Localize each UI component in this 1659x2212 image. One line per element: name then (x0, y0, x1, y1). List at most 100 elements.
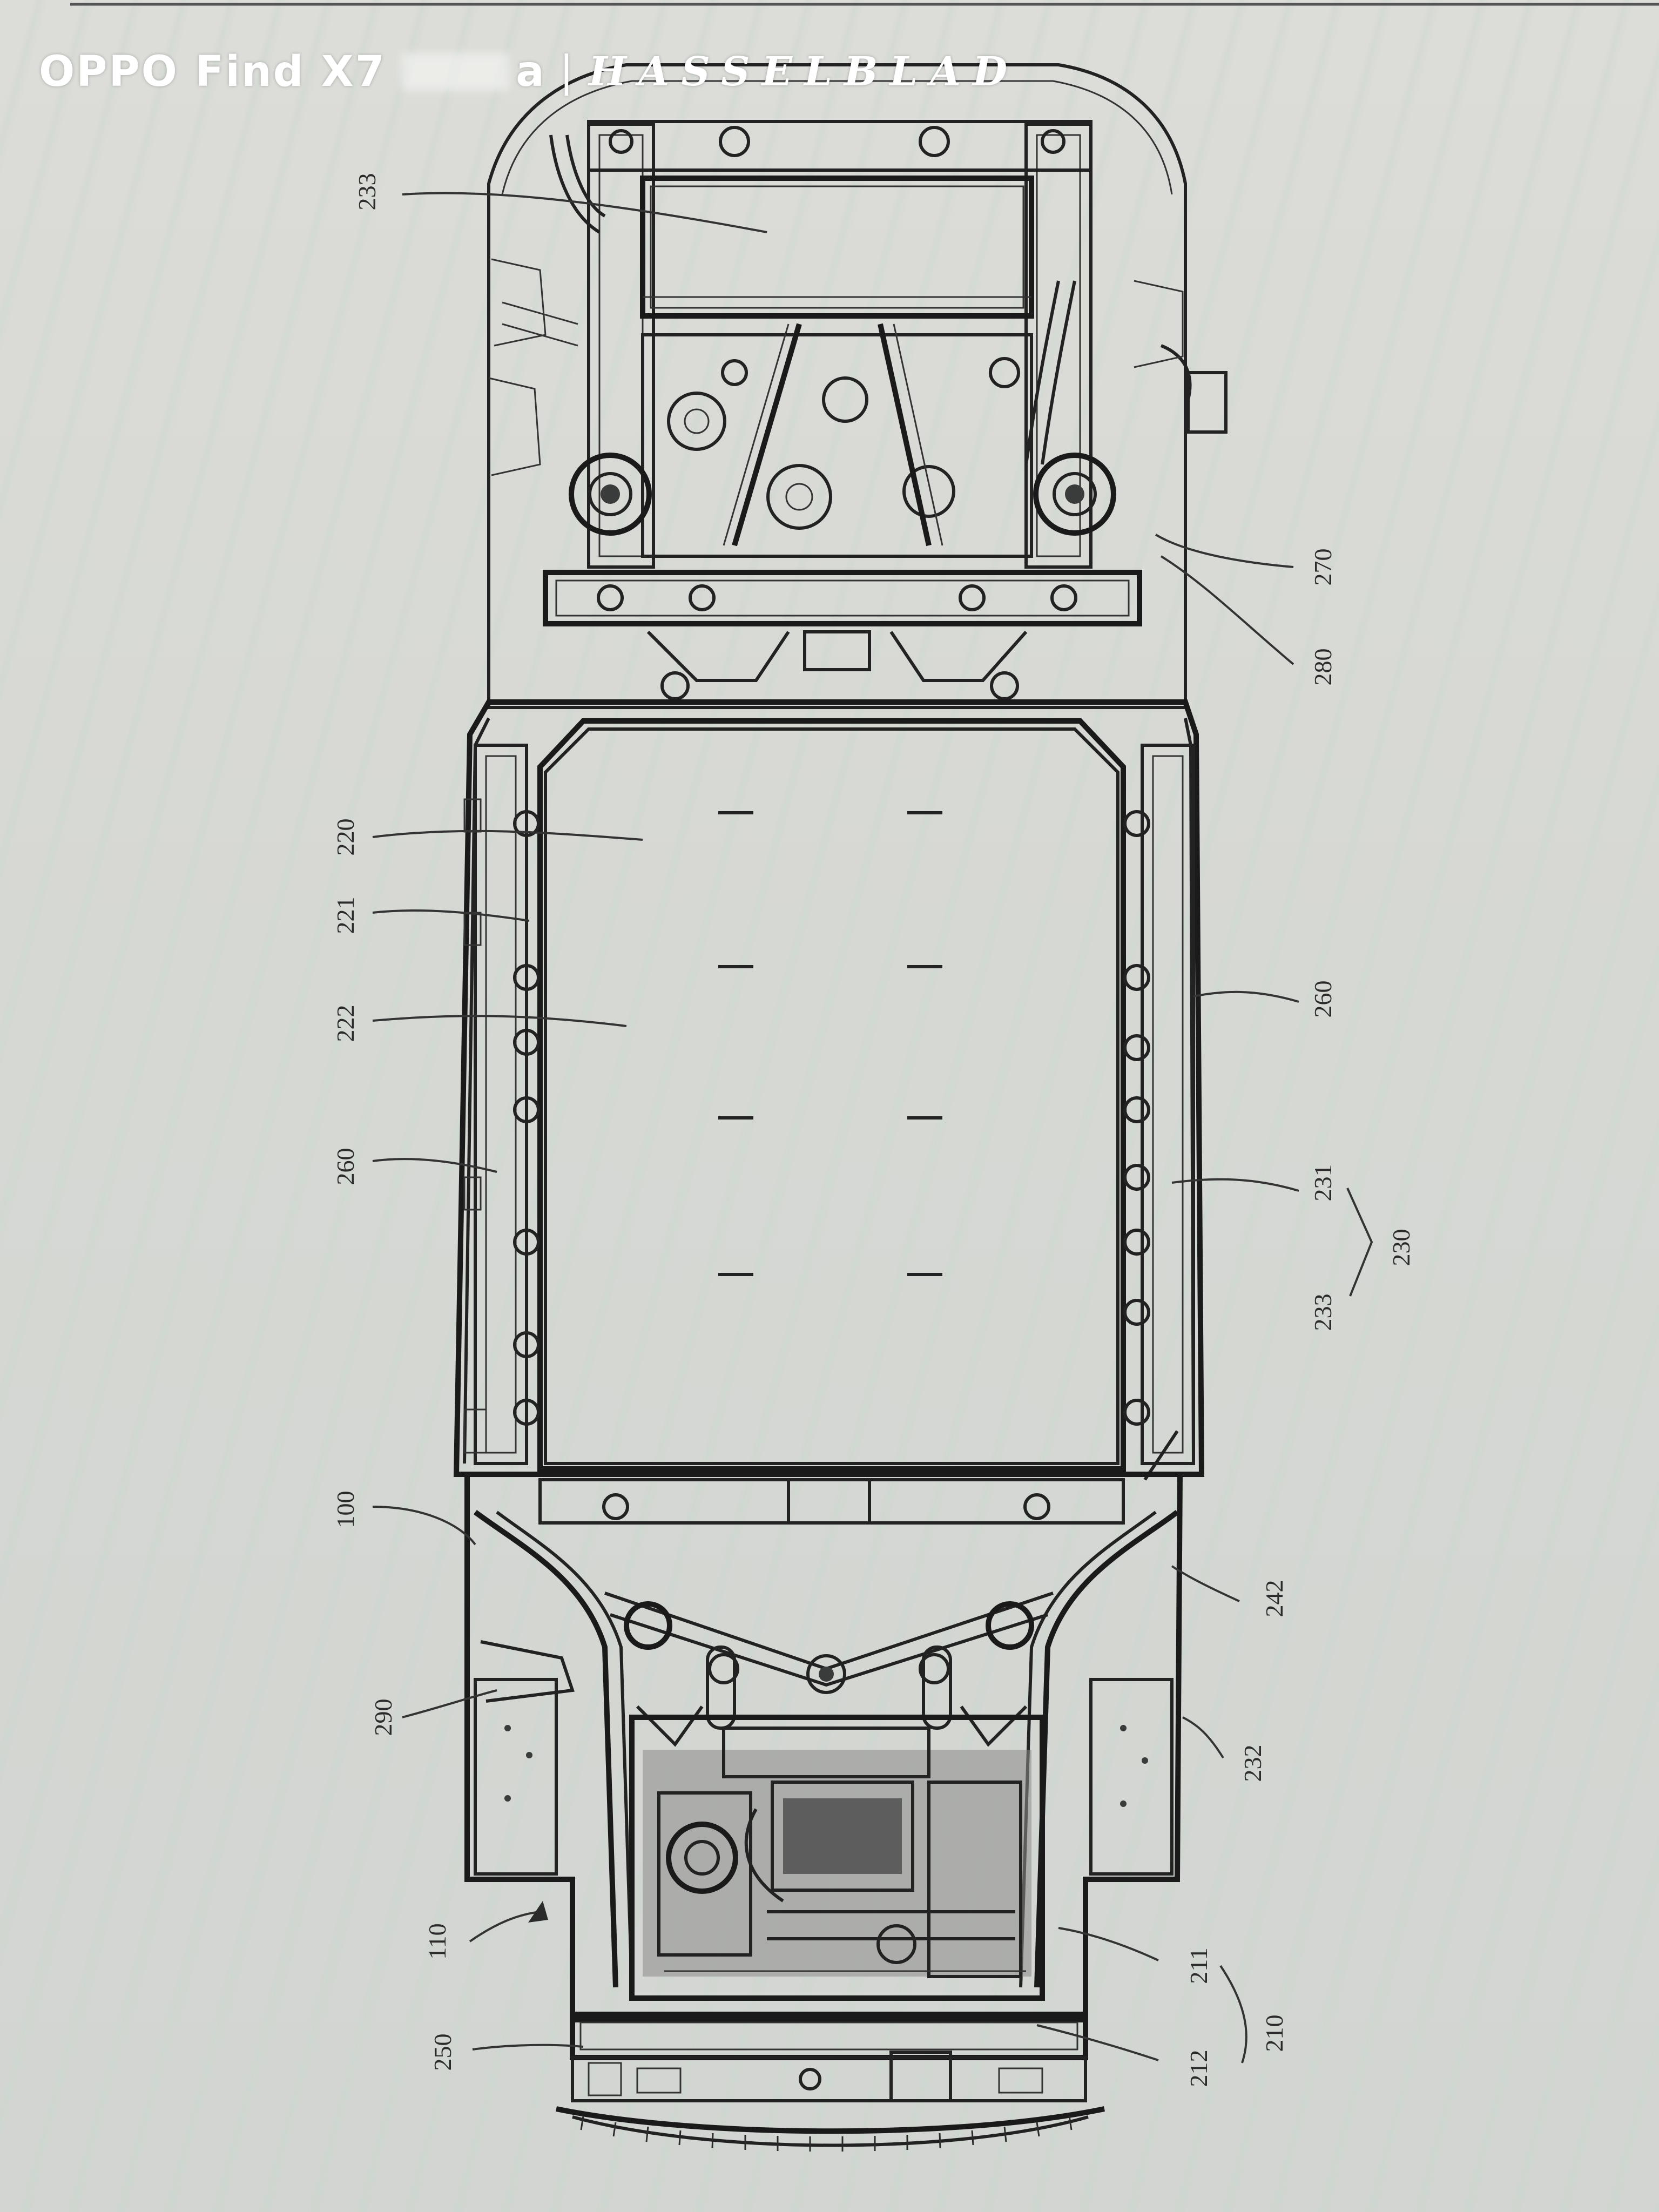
ref-100: 100 (332, 1491, 359, 1528)
leader-280 (1160, 555, 1294, 665)
rear-lower-details (588, 2062, 1043, 2096)
ref-260-right: 260 (1309, 981, 1337, 1018)
leader-260-left (372, 1158, 497, 1173)
rear-bumper-ticks (580, 2115, 1073, 2152)
left-fender-detail-2 (488, 377, 541, 476)
front-left-rail (587, 123, 655, 569)
front-right-hub-center (1065, 484, 1084, 504)
rear-bumper-beam-inner (579, 2021, 1078, 2051)
ref-242: 242 (1260, 1580, 1288, 1617)
bolt (919, 126, 950, 157)
bolt (719, 126, 750, 157)
rear-left-mount (624, 1601, 672, 1650)
bolt (919, 1653, 950, 1684)
rear-v-member-2 (610, 1613, 1048, 1687)
ref-222: 222 (332, 1005, 359, 1042)
rear-center-pivot-core (819, 1667, 834, 1682)
ref-270: 270 (1309, 549, 1337, 586)
front-left-hub-center (601, 484, 620, 504)
front-center-block (803, 630, 871, 671)
watermark-device-name: OPPO Find X7 (39, 48, 387, 96)
bolt (602, 1493, 629, 1520)
right-rail-260 (1141, 744, 1195, 1465)
rear-lower-module-212 (571, 2056, 1087, 2102)
bolt (597, 584, 624, 611)
leader-100 (372, 1506, 476, 1546)
front-subframe-bracket-left (646, 630, 790, 682)
bolt (660, 671, 690, 700)
side-sills-outline (453, 699, 1205, 1477)
front-mount-left-inner (684, 408, 710, 434)
rear-bracket-right (960, 1705, 1028, 1747)
rear-link-left (706, 1645, 736, 1730)
camera-watermark: OPPO Find X7 a | HASSELBLAD (39, 42, 1019, 102)
leader-270 (1155, 534, 1294, 568)
battery-right-bolts (1123, 810, 1150, 1426)
ref-231: 231 (1309, 1164, 1337, 1202)
front-strut-left-b (723, 323, 790, 546)
front-right-rail (1024, 123, 1092, 569)
front-lower-crossmember (543, 570, 1142, 626)
bolt (989, 357, 1020, 388)
leader-242 (1171, 1565, 1240, 1602)
rear-drive-unit-details (657, 1727, 1026, 1978)
right-connector (1186, 371, 1228, 434)
rear-drive-unit-211 (629, 1715, 1045, 2001)
leader-260-right (1193, 990, 1299, 1003)
rear-module (464, 1472, 1183, 2152)
front-left-hub (569, 453, 652, 536)
ref-110: 110 (423, 1923, 451, 1959)
leader-222 (372, 1015, 627, 1027)
bolt (959, 584, 986, 611)
front-strut-right (878, 323, 932, 547)
ref-211: 211 (1185, 1947, 1212, 1984)
leader-lines (372, 192, 1373, 2063)
bolt (990, 671, 1019, 700)
detail (502, 301, 578, 325)
arrow-110 (469, 1911, 541, 1943)
rear-panel-dots (504, 1725, 1148, 1807)
ref-250: 250 (429, 2034, 456, 2071)
rear-lower-box (889, 2051, 952, 2102)
ref-260-left: 260 (332, 1148, 359, 1185)
bolt (609, 129, 633, 154)
brace-210 (1219, 1965, 1247, 2063)
bolt (689, 584, 716, 611)
rear-link-right (922, 1645, 952, 1730)
rear-bumper-curve (556, 2106, 1105, 2134)
ref-220: 220 (332, 819, 359, 856)
watermark-redaction-blur (401, 53, 510, 91)
ref-233-top: 233 (353, 173, 381, 211)
rear-right-rail-inner (1019, 1510, 1157, 1988)
front-mount-center (822, 376, 868, 423)
front-lower-crossmember-inner (555, 579, 1130, 617)
left-hose (549, 134, 601, 234)
ref-221: 221 (332, 897, 359, 934)
front-right-hub-inner (1053, 472, 1097, 516)
bracket-290 (480, 1640, 575, 1703)
leader-221 (372, 909, 530, 922)
battery-dash-marks (718, 811, 942, 1276)
rear-right-panel (1089, 1678, 1174, 1876)
bolt (1041, 129, 1065, 154)
bolt (1023, 1493, 1050, 1520)
ref-232: 232 (1239, 1745, 1266, 1782)
bolt (721, 359, 748, 386)
left-rail-260-inner (485, 755, 517, 1454)
ref-290: 290 (369, 1699, 397, 1736)
leader-220 (372, 830, 643, 841)
rear-center-pivot (806, 1654, 846, 1694)
ref-210: 210 (1260, 2015, 1288, 2052)
left-rail-260 (474, 744, 528, 1465)
front-strut-left (732, 323, 802, 547)
front-body-inner-outline (501, 80, 1173, 195)
left-sill-details (463, 798, 487, 1454)
right-rail-231 (1152, 755, 1184, 1454)
ref-233-right: 233 (1309, 1294, 1337, 1331)
rear-left-rail-inner (496, 1510, 633, 1988)
battery-pack-220 (537, 718, 1126, 1472)
right-hose-2 (1041, 280, 1076, 465)
rear-right-rail (1034, 1509, 1179, 1988)
leader-290 (402, 1689, 497, 1718)
